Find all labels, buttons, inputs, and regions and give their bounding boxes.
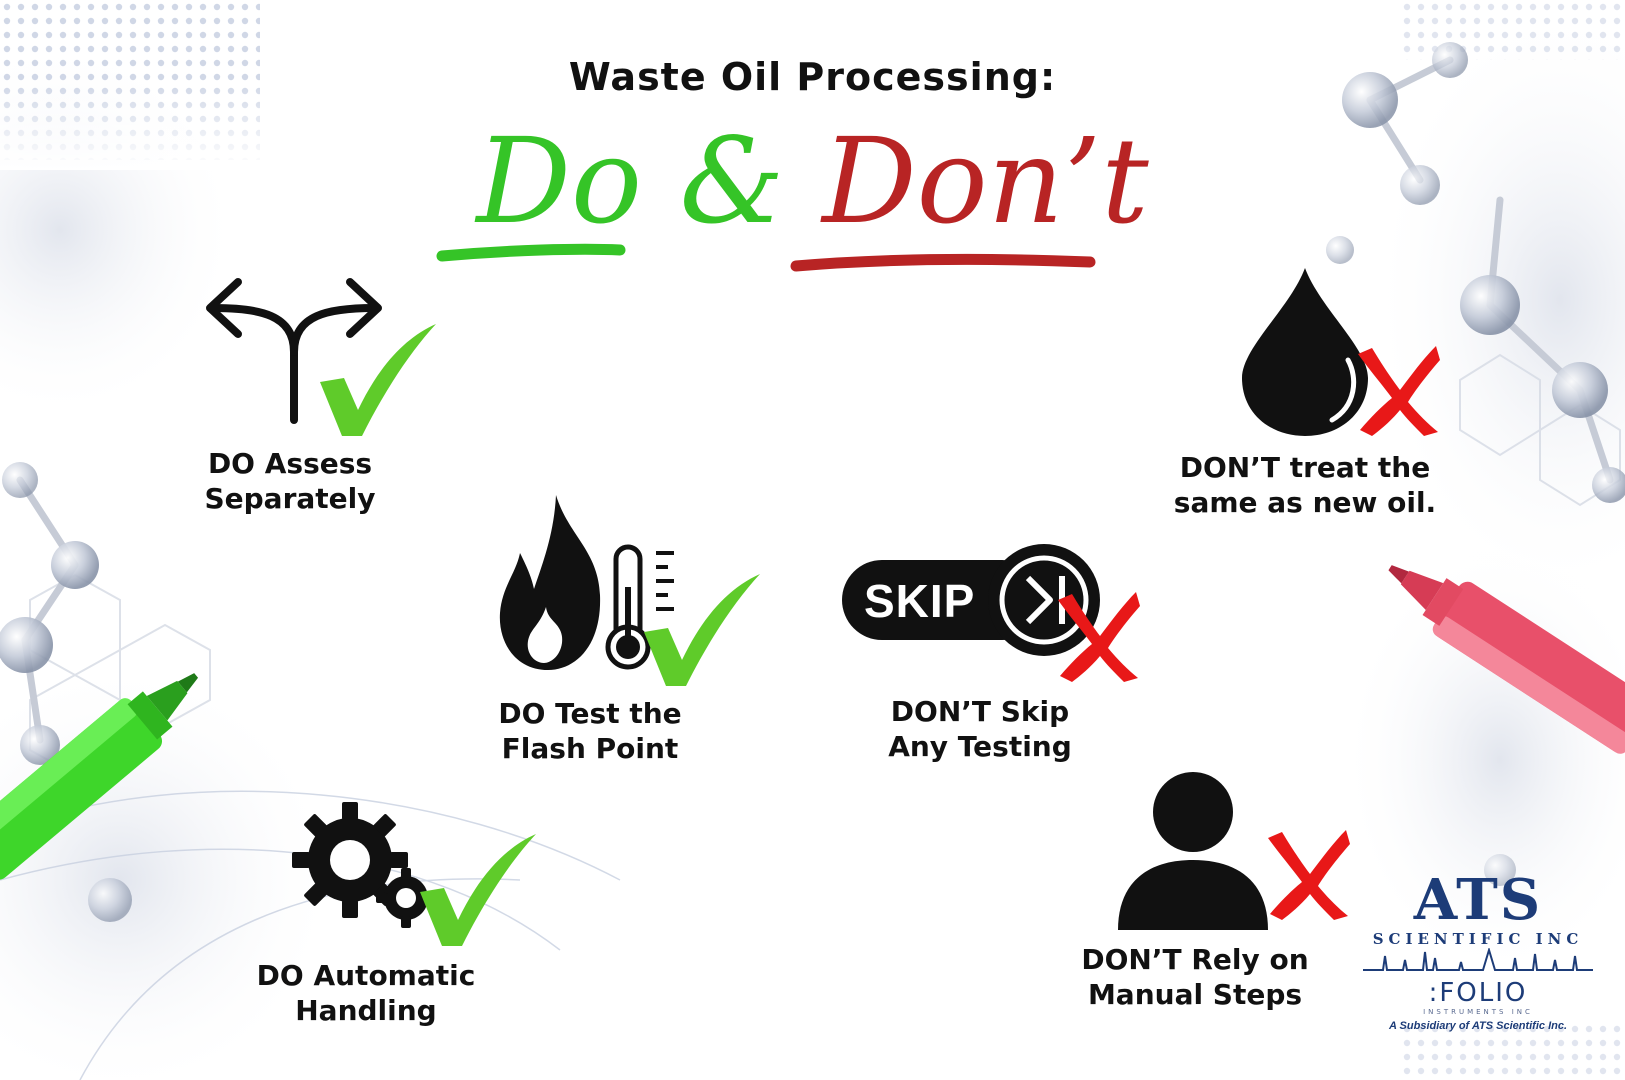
subtitle: Waste Oil Processing:: [568, 55, 1057, 99]
green-marker-icon: [0, 673, 199, 880]
person-icon: [1118, 772, 1268, 930]
cross-icon: [1268, 830, 1350, 920]
item-label: DON’T Skip Any Testing: [888, 695, 1072, 763]
logo-folio: :FOLIO: [1428, 978, 1528, 1008]
title-dont: Don’t: [822, 112, 1149, 250]
skip-text: SKIP: [864, 575, 976, 627]
page-title: Do & Don’t: [0, 112, 1625, 250]
skip-button-shape: [842, 544, 1100, 656]
check-icon: [320, 324, 436, 436]
gears-icon: [292, 802, 436, 928]
cross-icon: [1358, 346, 1440, 436]
title-ampersand: &: [679, 112, 785, 250]
check-icon: [420, 834, 536, 946]
logo-instruments: INSTRUMENTS INC: [1423, 1008, 1533, 1016]
logo-subsidiary: A Subsidiary of ATS Scientific Inc.: [1388, 1020, 1568, 1032]
item-label: DON’T treat the same as new oil.: [1173, 451, 1437, 519]
red-marker-icon: [1388, 565, 1625, 754]
flame-thermometer-icon: [499, 495, 674, 670]
title-do: Do: [476, 112, 642, 250]
split-arrow-icon: [206, 278, 382, 424]
item-label: DO Assess Separately: [204, 447, 376, 515]
item-label: DO Automatic Handling: [256, 959, 476, 1027]
cross-icon: [1058, 592, 1140, 682]
title-underlines: [436, 243, 1096, 272]
item-label: DON’T Rely on Manual Steps: [1081, 943, 1309, 1011]
logo-ats: ATS: [1413, 867, 1543, 933]
ats-logo: ATS SCIENTIFIC INC :FOLIO INSTRUMENTS IN…: [1358, 872, 1598, 1032]
oil-drop-icon: [1242, 268, 1368, 436]
logo-spectrum-line: [1363, 948, 1593, 971]
check-icon: [644, 574, 760, 686]
logo-scientific: SCIENTIFIC INC: [1372, 930, 1584, 948]
item-label: DO Test the Flash Point: [498, 697, 682, 765]
skip-button-icon: SKIP: [842, 544, 1112, 656]
